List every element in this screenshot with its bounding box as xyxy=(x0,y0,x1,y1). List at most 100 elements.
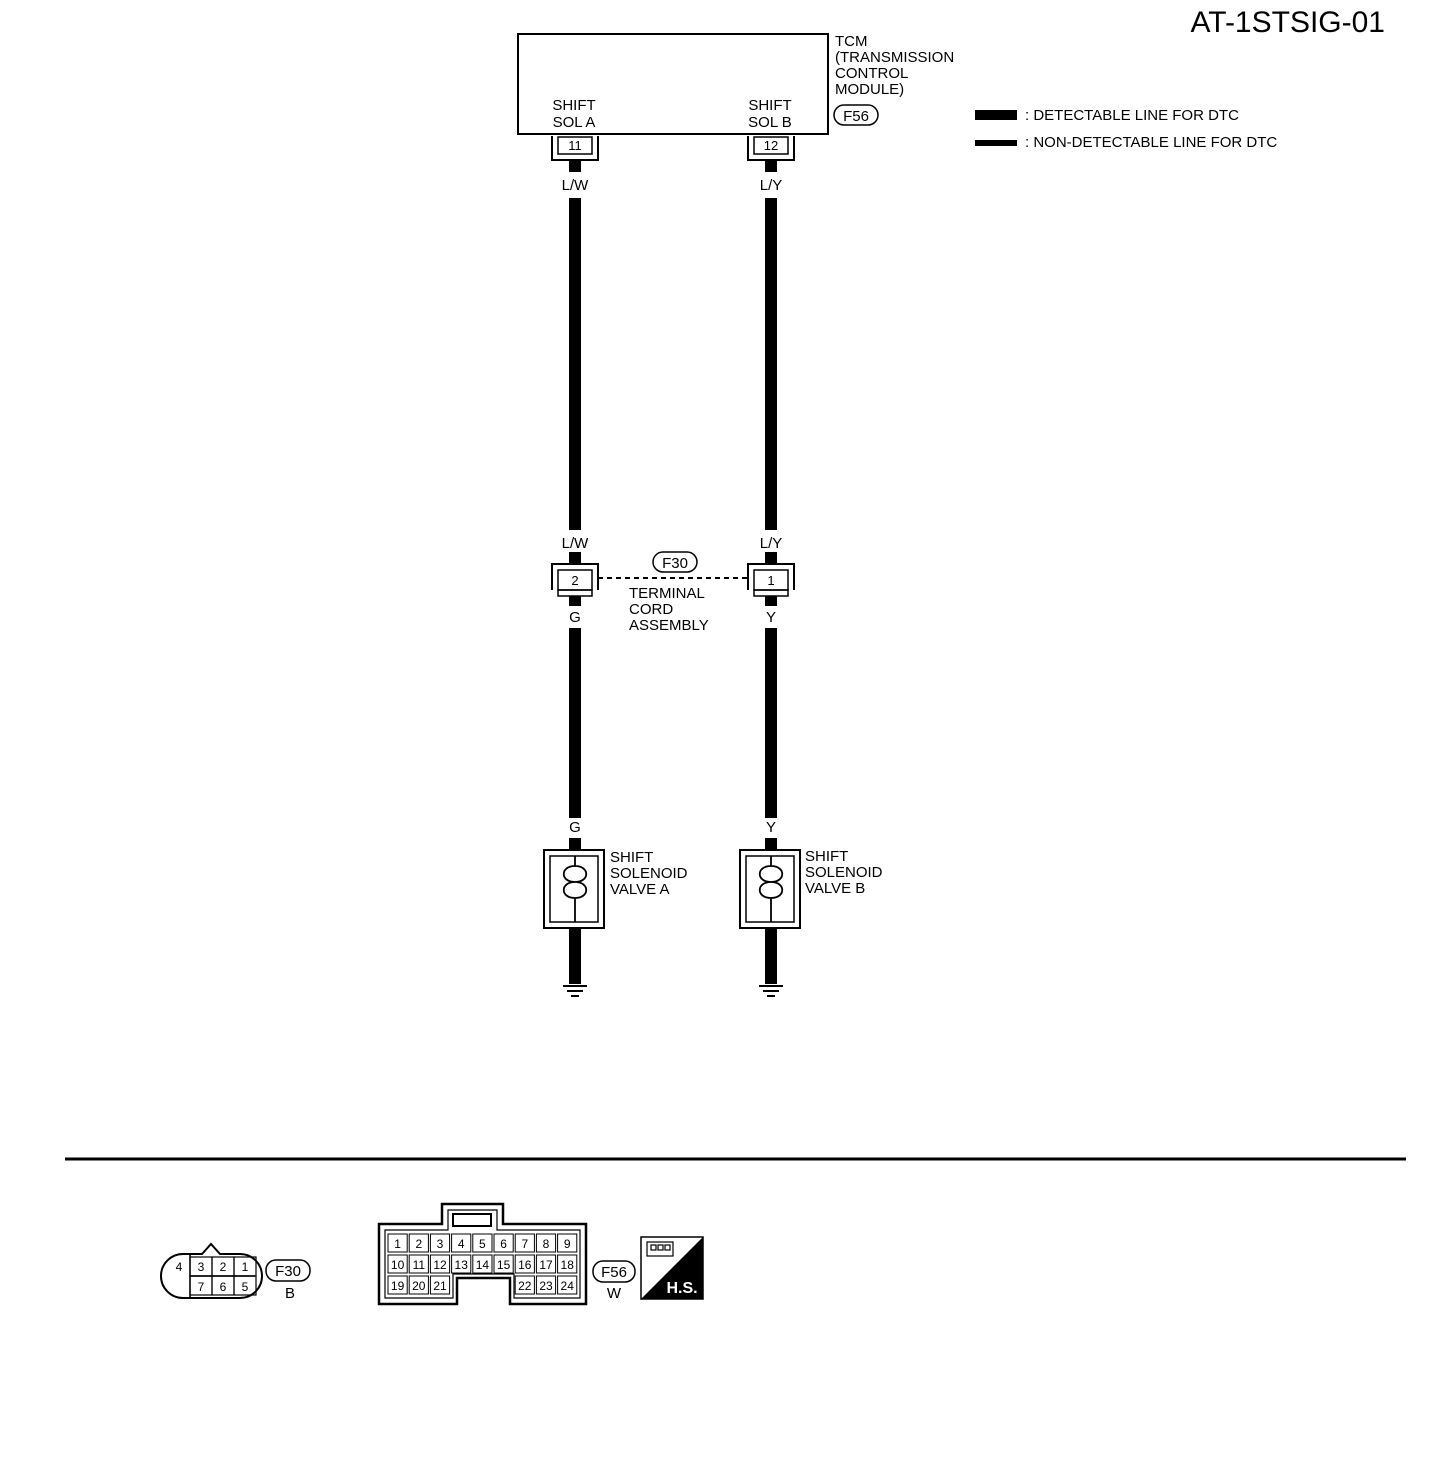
f56-pin-cell xyxy=(408,1233,429,1253)
legend-detectable-swatch xyxy=(975,110,1017,120)
solenoid-b-label-1: SHIFT xyxy=(805,848,848,865)
terminal-cord-label-3: ASSEMBLY xyxy=(629,617,709,634)
f56-pin-cell xyxy=(472,1254,493,1274)
solenoid-b-coil-icon xyxy=(758,856,784,922)
legend: : DETECTABLE LINE FOR DTC : NON-DETECTAB… xyxy=(975,107,1277,151)
solenoid-a-stub xyxy=(569,838,581,850)
solenoid-b-ground-wire xyxy=(765,928,777,984)
f56-pin-label: 9 xyxy=(564,1237,571,1251)
f56-pin-cell xyxy=(557,1233,578,1253)
f56-pin-cell xyxy=(408,1254,429,1274)
f56-face-badge xyxy=(592,1260,636,1283)
f56-pin-label: 3 xyxy=(437,1237,444,1251)
tcm-connector-badge xyxy=(833,104,879,126)
f56-pin-label: 23 xyxy=(539,1279,553,1293)
solenoid-b-label-3: VALVE B xyxy=(805,880,865,897)
f30-pin-label: 4 xyxy=(176,1260,183,1274)
wire-a-stub-top xyxy=(569,160,581,172)
f56-pin-cell xyxy=(387,1254,408,1274)
f56-pin-cell xyxy=(535,1254,557,1274)
f30-pin-b-base xyxy=(753,589,789,597)
terminal-cord-label-2: CORD xyxy=(629,601,673,618)
shift-solenoid-valve-a: SHIFT SOLENOID VALVE A xyxy=(543,838,688,997)
solenoid-b-stub xyxy=(765,838,777,850)
tcm-pin-a-number: 11 xyxy=(568,138,582,153)
tcm-pin-b-label-2: SOL B xyxy=(748,114,792,131)
f56-pin-cell xyxy=(472,1233,493,1253)
f56-pin-cell xyxy=(557,1254,578,1274)
f56-pin-label: 5 xyxy=(479,1237,486,1251)
solenoid-b-outer-box xyxy=(739,849,801,929)
solenoid-a-label-3: VALVE A xyxy=(610,881,669,898)
f56-cell-grid xyxy=(387,1233,578,1295)
f30-pin-label: 3 xyxy=(198,1260,205,1274)
f56-pin-label: 8 xyxy=(543,1237,550,1251)
f30-pin-a-number: 2 xyxy=(571,573,578,588)
legend-detectable-label: : DETECTABLE LINE FOR DTC xyxy=(1025,107,1239,124)
f56-pin-label: 17 xyxy=(539,1258,553,1272)
f56-pin-cell xyxy=(387,1275,408,1295)
tcm-pin-a-label-1: SHIFT xyxy=(552,97,595,114)
solenoid-b-label-2: SOLENOID xyxy=(805,864,883,881)
f30-pin-label: 6 xyxy=(220,1280,227,1294)
connector-mini-icon xyxy=(646,1241,674,1257)
wire-a-lower-color-2: G xyxy=(569,819,581,836)
wire-a-lower-color: G xyxy=(569,609,581,626)
f56-latch xyxy=(452,1213,492,1227)
solenoid-a-coil-icon xyxy=(562,856,588,922)
f56-pin-cell xyxy=(535,1233,557,1253)
f30-pin-a-base xyxy=(557,589,593,597)
ground-a-icon xyxy=(563,985,587,997)
f56-face-name: F56 xyxy=(601,1264,627,1281)
wire-b-segment-lower xyxy=(765,628,777,818)
f56-face-inner xyxy=(384,1209,581,1299)
f30-face-outline xyxy=(160,1242,263,1299)
wire-a: L/W L/W G G xyxy=(562,160,590,836)
wire-a-segment-upper xyxy=(569,198,581,530)
f56-pin-label: 21 xyxy=(433,1279,447,1293)
tcm-connector-label: F56 xyxy=(843,108,869,125)
tcm-label-1: TCM xyxy=(835,33,868,50)
wire-b-upper-color: L/Y xyxy=(760,177,783,194)
wire-b: L/Y L/Y Y Y xyxy=(760,160,783,836)
f56-pin-label: 13 xyxy=(455,1258,469,1272)
wire-a-upper-color-2: L/W xyxy=(562,535,590,552)
wire-b-lower-color: Y xyxy=(766,609,776,626)
f30-pin-b-bracket xyxy=(747,563,795,590)
f56-pin-label: 14 xyxy=(476,1258,490,1272)
f56-pin-cell xyxy=(493,1254,514,1274)
legend-non-detectable-swatch xyxy=(975,140,1017,146)
wire-a-upper-color: L/W xyxy=(562,177,590,194)
f56-pin-label: 15 xyxy=(497,1258,511,1272)
wire-b-upper-color-2: L/Y xyxy=(760,535,783,552)
f56-pin-cell xyxy=(557,1275,578,1295)
shift-solenoid-valve-b: SHIFT SOLENOID VALVE B xyxy=(739,838,883,997)
f56-pin-label: 6 xyxy=(500,1237,507,1251)
wire-a-segment-lower xyxy=(569,628,581,818)
f56-pin-cell xyxy=(451,1254,472,1274)
f30-face-cell xyxy=(233,1275,257,1296)
tcm-label-2: (TRANSMISSION xyxy=(835,49,954,66)
tcm-pin-a-label-2: SOL A xyxy=(553,114,596,131)
tcm-pin-b-label-1: SHIFT xyxy=(748,97,791,114)
wire-a-stub-mid-top xyxy=(569,552,581,564)
f56-pin-cell xyxy=(514,1233,535,1253)
tcm-label-3: CONTROL xyxy=(835,65,908,82)
f56-pin-cell xyxy=(493,1233,514,1253)
f56-pin-cell xyxy=(408,1275,429,1295)
f30-pin-label: 5 xyxy=(242,1280,249,1294)
f56-pin-label: 19 xyxy=(391,1279,405,1293)
f56-pin-label: 12 xyxy=(433,1258,447,1272)
legend-non-detectable-label: : NON-DETECTABLE LINE FOR DTC xyxy=(1025,134,1277,151)
f30-face-color: B xyxy=(285,1285,295,1302)
tcm-pin-b-number: 12 xyxy=(764,138,778,153)
f30-face-badge xyxy=(265,1259,311,1282)
harness-side-badge: H.S. xyxy=(640,1236,704,1300)
solenoid-b-inner-box xyxy=(745,855,795,923)
wire-b-stub-top xyxy=(765,160,777,172)
terminal-cord-assembly: 2 1 F30 TERMINAL CORD ASSEMBLY xyxy=(551,551,795,634)
diagram-id: AT-1STSIG-01 xyxy=(1190,6,1385,39)
wire-b-stub-mid-bottom xyxy=(765,596,777,606)
